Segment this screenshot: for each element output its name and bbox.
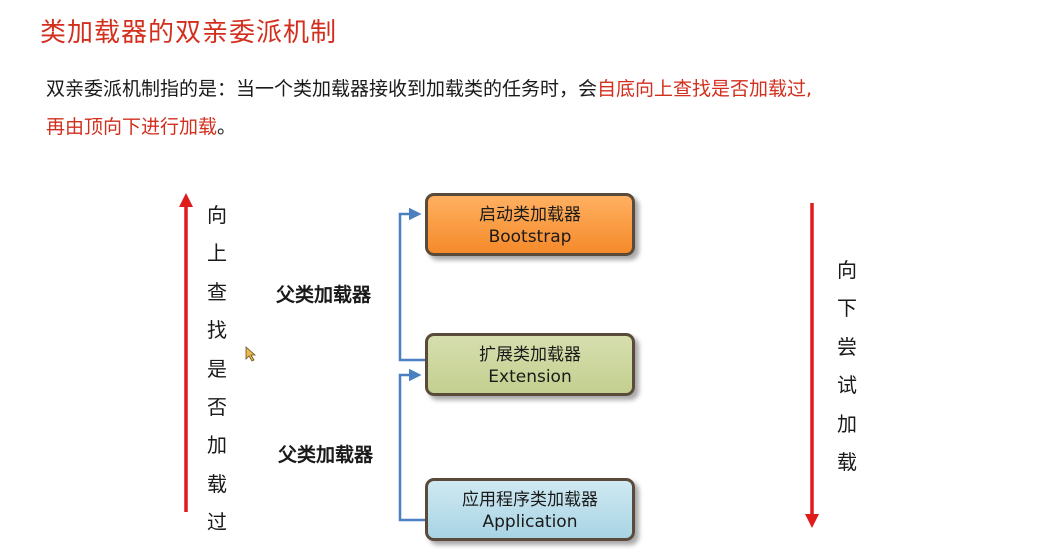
upward-text-char: 过 — [207, 510, 227, 535]
upward-text-char: 载 — [207, 471, 227, 496]
upward-text-char: 否 — [207, 394, 227, 419]
parent-loader-label: 父类加载器 — [276, 284, 372, 306]
loader-name-cn: 启动类加载器 — [479, 205, 581, 225]
upward-text-char: 向 — [207, 203, 227, 227]
loader-name-en: Extension — [488, 367, 572, 387]
description-text: 双亲委派机制指的是：当一个类加载器接收到加载类的任务时，会 — [46, 78, 598, 100]
upward-text-char: 查 — [207, 279, 227, 304]
description-line-1: 双亲委派机制指的是：当一个类加载器接收到加载类的任务时，会自底向上查找是否加载过… — [46, 70, 812, 108]
description-highlight: 再由顶向下进行加载 — [46, 116, 218, 138]
loader-name-en: Application — [482, 512, 578, 532]
loader-name-cn: 应用程序类加载器 — [462, 490, 598, 510]
loader-name-en: Bootstrap — [488, 227, 572, 247]
delegation-connector-bottom — [398, 368, 425, 522]
downward-text-char: 向 — [837, 258, 857, 282]
parent-loader-label: 父类加载器 — [278, 444, 374, 466]
downward-load-text: 向下尝试加载 — [832, 251, 862, 481]
delegation-connector-top — [398, 207, 425, 362]
upward-text-char: 找 — [207, 318, 227, 343]
upward-text-char: 是 — [207, 356, 227, 381]
description: 双亲委派机制指的是：当一个类加载器接收到加载类的任务时，会自底向上查找是否加载过… — [46, 70, 812, 146]
downward-text-char: 下 — [837, 296, 857, 321]
description-highlight: 自底向上查找是否加载过, — [597, 78, 813, 100]
slide-title: 类加载器的双亲委派机制 — [40, 18, 338, 48]
upward-text-char: 上 — [207, 241, 227, 266]
cursor-icon — [245, 346, 257, 362]
downward-text-char: 尝 — [837, 334, 857, 359]
description-text: 。 — [217, 116, 237, 138]
application-loader-box: 应用程序类加载器 Application — [425, 478, 635, 541]
upward-text-char: 加 — [207, 433, 227, 458]
description-line-2: 再由顶向下进行加载。 — [46, 108, 812, 146]
downward-text-char: 加 — [837, 411, 857, 436]
bootstrap-loader-box: 启动类加载器 Bootstrap — [425, 193, 635, 256]
loader-name-cn: 扩展类加载器 — [479, 345, 581, 365]
downward-text-char: 载 — [837, 449, 857, 474]
downward-text-char: 试 — [837, 373, 857, 398]
extension-loader-box: 扩展类加载器 Extension — [425, 333, 635, 396]
upward-search-text: 向上查找是否加载过 — [202, 196, 232, 542]
